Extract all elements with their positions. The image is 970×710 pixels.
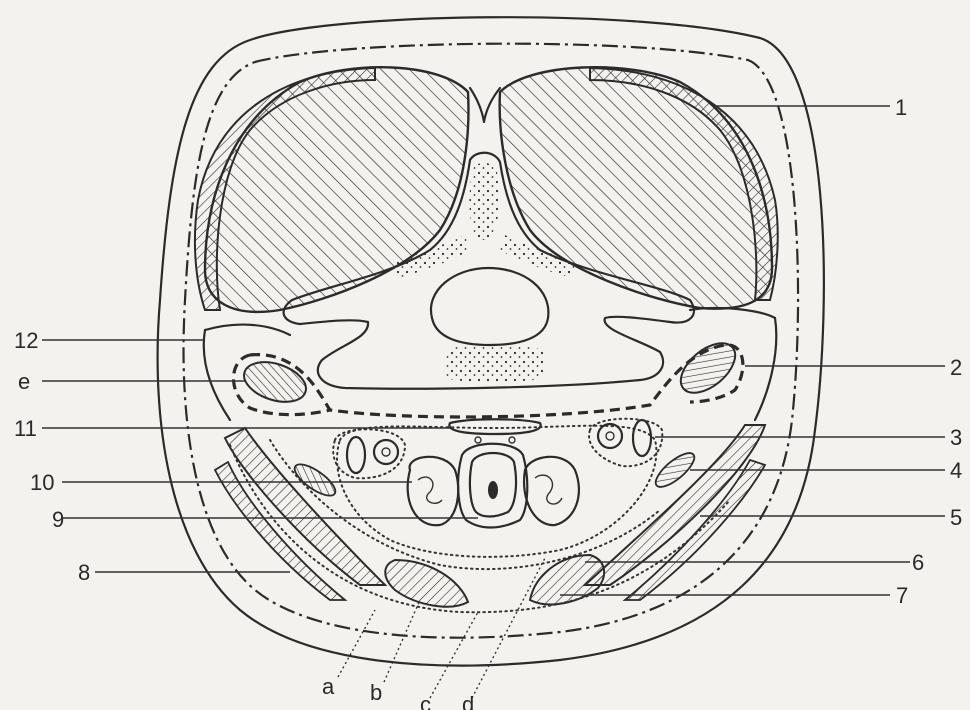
- carotid-artery-left: [374, 440, 398, 464]
- label-1: 1: [895, 95, 907, 120]
- label-d: d: [462, 692, 474, 710]
- trachea-lumen: [488, 481, 498, 499]
- carotid-artery-right-lumen: [606, 432, 614, 440]
- deep-muscle-right: [500, 67, 772, 308]
- nerve-dot-right: [509, 437, 515, 443]
- label-11: 11: [14, 416, 37, 441]
- label-12: 12: [14, 328, 38, 353]
- jugular-vein-right: [633, 420, 651, 456]
- carotid-artery-left-lumen: [382, 448, 390, 456]
- carotid-artery-right: [598, 424, 622, 448]
- thyroid-lobe-left: [408, 457, 459, 525]
- label-2: 2: [950, 355, 962, 380]
- label-10: 10: [30, 470, 54, 495]
- spinous-process: [470, 163, 499, 240]
- vertebral-canal: [431, 268, 548, 345]
- jugular-vein-left: [347, 437, 365, 473]
- label-c: c: [420, 692, 431, 710]
- label-3: 3: [950, 425, 962, 450]
- label-5: 5: [950, 505, 962, 530]
- label-7: 7: [896, 583, 908, 608]
- label-6: 6: [912, 550, 924, 575]
- label-4: 4: [950, 458, 962, 483]
- scalene-muscle-left: [239, 355, 311, 409]
- label-9: 9: [52, 507, 64, 532]
- vertebral-body-stipple: [445, 344, 545, 383]
- nuchal-ligament: [470, 88, 500, 122]
- nerve-dot-left: [475, 437, 481, 443]
- label-b: b: [370, 680, 382, 705]
- label-e: e: [18, 369, 30, 394]
- carotid-sheath-left: [333, 429, 405, 478]
- deep-muscle-left: [205, 67, 468, 312]
- label-a: a: [322, 674, 335, 699]
- thyroid-lobe-right: [524, 457, 579, 525]
- label-8: 8: [78, 560, 90, 585]
